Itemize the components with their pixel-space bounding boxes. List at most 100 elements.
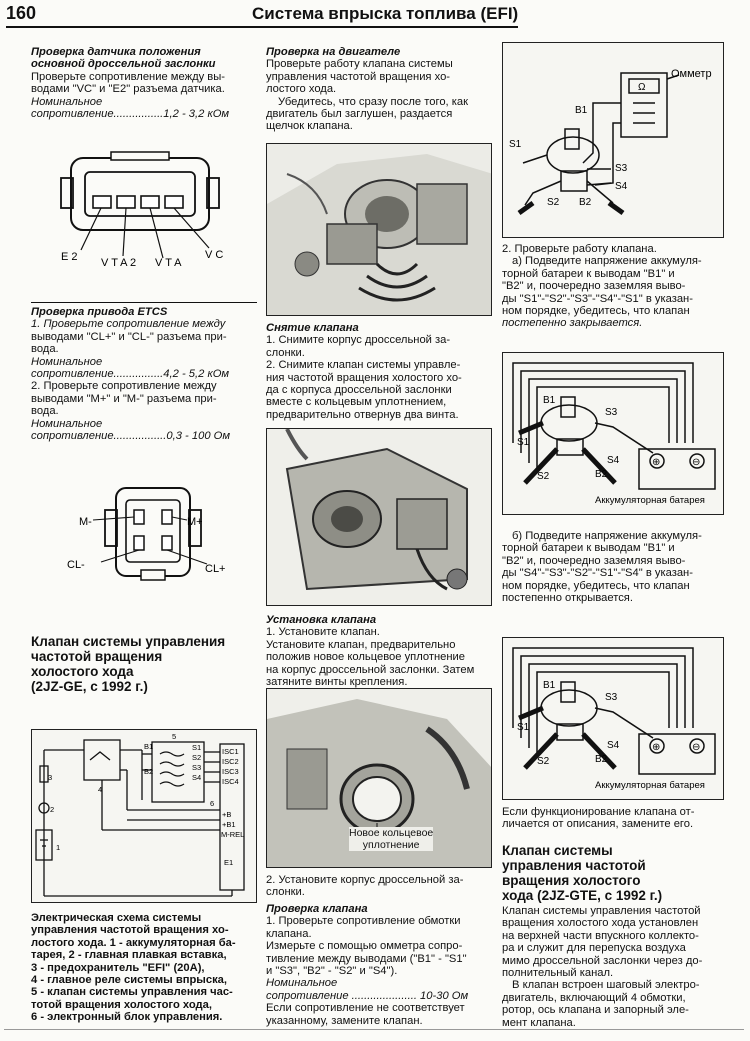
section-title-isc-2jzgte: Клапан системы управления частотой враще…	[502, 843, 724, 903]
valve-check-heading: Проверка клапана	[266, 903, 368, 915]
step-b-line-4: ды "S4"-"S3"-"S2"-"S1"-"S4" в указан-	[502, 567, 693, 580]
caption-line-6: 4 - главное реле системы впрыска,	[31, 974, 228, 987]
new-oring-label: Новое кольцевое уплотнение	[349, 827, 434, 851]
header-rule	[6, 26, 518, 28]
battery-wiring-figure-a: B1 S3 S1 S4 S2 B2 Аккумуляторная батарея…	[502, 352, 724, 515]
schematic-caption: Электрическая схема системы управления ч…	[31, 912, 257, 1024]
ohm-label-b2: B2	[579, 197, 592, 208]
tps-heading-line-2: основной дроссельной заслонки	[31, 58, 216, 71]
caption-line-2: управления частотой вращения хо-	[31, 924, 229, 937]
step2-line-2: а) Подведите напряжение аккумуля-	[512, 255, 702, 268]
tps-check-section: Проверка датчика положения основной дрос…	[31, 46, 257, 120]
etcs-line-2: выводами "CL+" и "CL-" разъема при-	[31, 330, 227, 343]
section2-line-9: ротор, ось клапана и запорный эле-	[502, 1004, 689, 1017]
ohm-symbol: Ω	[638, 82, 646, 93]
sch-label-s2: S2	[192, 753, 201, 762]
removal-line-1: 1. Снимите корпус дроссельной за-	[266, 334, 451, 347]
step-b-line-6: постепенно открывается.	[502, 592, 633, 605]
caption-line-3: лостого хода. 1 - аккумуляторная ба-	[31, 936, 236, 949]
step-b-line-3: "B2" и, поочередно заземляя выво-	[502, 554, 686, 567]
etcs-line-9: Номинальное	[31, 417, 103, 430]
tps-label-vta2: V T A 2	[101, 257, 136, 269]
bat-b-label-s2: S2	[537, 756, 550, 767]
bat-b-label-s1: S1	[517, 722, 530, 733]
sch-label-b1: B1	[144, 742, 153, 751]
sch-label-isc4: ISC4	[222, 777, 239, 786]
etcs-line-8: вода.	[31, 405, 59, 418]
caption-line-8: тотой вращения холостого хода,	[31, 998, 212, 1011]
sch-label-plus-b1: +B1	[222, 820, 236, 829]
valve-removal-photo	[266, 428, 492, 606]
sch-label-s4: S4	[192, 773, 201, 782]
step2-line-6: ном порядке, убедитесь, что клапан	[502, 305, 690, 318]
bat-a-label-s2: S2	[537, 471, 550, 482]
sch-label-isc2: ISC2	[222, 757, 239, 766]
ohmmeter-figure: Омметр Ω B1 S1 S3 S4 S2 B2	[502, 42, 724, 238]
section-title-line-4: (2JZ-GE, с 1992 г.)	[31, 679, 148, 694]
page-number: 160	[6, 3, 37, 23]
etcs-line-7: выводами "M+" и "M-" разъема при-	[31, 392, 217, 405]
section2-title-line-4: хода (2JZ-GTE, с 1992 г.)	[502, 888, 663, 903]
valve-check-tail-1: Если сопротивление не соответствует	[266, 1002, 465, 1015]
bat-a-plus-icon: ⊕	[652, 457, 660, 468]
install-line-5: затяните винты крепления.	[266, 676, 408, 689]
etcs-line-6: 2. Проверьте сопротивление между	[31, 380, 217, 393]
etcs-line-10: сопротивление.................0,3 - 100 …	[31, 430, 231, 443]
sch-label-6: 6	[210, 799, 214, 808]
battery-wiring-figure-b: B1 S3 S1 S4 S2 B2 Аккумуляторная батарея…	[502, 637, 724, 800]
isc-wiring-schematic: 5 B1 S1 B2 S2 S3 S4 ISC1 ISC2 ISC3 ISC4 …	[31, 729, 257, 903]
valve-check-line-1: 1. Проверьте сопротивление обмотки	[266, 915, 461, 928]
tps-label-vta: V T A	[155, 257, 182, 269]
valve-check-nominal-2: сопротивление ..................... 10-3…	[266, 989, 469, 1002]
removal-section: Снятие клапана 1. Снимите корпус дроссел…	[266, 322, 492, 421]
step2-line-4: "B2" и, поочередно заземляя выво-	[502, 280, 686, 293]
tps-heading-line-1: Проверка датчика положения	[31, 46, 201, 58]
sch-label-b2: B2	[144, 767, 153, 776]
section-title-line-1: Клапан системы управления	[31, 634, 226, 649]
bat-a-label-s3: S3	[605, 407, 618, 418]
section2-title-line-3: вращения холостого	[502, 873, 641, 888]
engine-check-line-2: управления частотой вращения хо-	[266, 70, 451, 83]
removal-line-7: предварительно отвернув два винта.	[266, 408, 459, 421]
sch-label-s1: S1	[192, 743, 201, 752]
tps-text-line-2: водами "VC" и "E2" разъема датчика.	[31, 83, 225, 96]
bat-b-label-battery: Аккумуляторная батарея	[595, 780, 705, 791]
install-after-line-1: 2. Установите корпус дроссельной за-	[266, 874, 464, 886]
after-figure-text: Если функционирование клапана от- личает…	[502, 806, 724, 831]
tps-nominal-line-2: сопротивление................1,2 - 3,2 к…	[31, 108, 230, 121]
section-title-line-2: частотой вращения	[31, 649, 163, 664]
ohm-label-s2: S2	[547, 197, 560, 208]
sch-label-isc1: ISC1	[222, 747, 239, 756]
footer-rule	[4, 1029, 744, 1030]
section2-body: Клапан системы управления частотой враще…	[502, 905, 724, 1029]
step2-line-3: торной батареи к выводам "B1" и	[502, 267, 675, 280]
sch-label-4: 4	[98, 785, 102, 794]
etcs-check-section: Проверка привода ETCS 1. Проверьте сопро…	[31, 306, 257, 442]
etcs-label-m-minus: M-	[79, 516, 92, 528]
step2-line-5: ды "S1"-"S2"-"S3"-"S4"-"S1" в указан-	[502, 292, 693, 305]
caption-line-7: 5 - клапан системы управления час-	[31, 986, 233, 999]
section2-line-3: на верхней части впускного коллекто-	[502, 929, 699, 942]
install-line-3: положив новое кольцевое уплотнение	[266, 651, 466, 664]
section2-title-line-1: Клапан системы	[502, 843, 613, 858]
engine-check-line-4: Убедитесь, что сразу после того, как	[278, 95, 469, 108]
bat-b-minus-icon: ⊖	[692, 742, 700, 753]
engine-check-line-3: лостого хода.	[266, 83, 337, 96]
engine-valve-photo	[266, 143, 492, 316]
step2-section: 2. Проверьте работу клапана. а) Подведит…	[502, 243, 724, 330]
bat-b-label-s3: S3	[605, 692, 618, 703]
section2-line-6: полнительный канал.	[502, 967, 614, 980]
caption-line-1: Электрическая схема системы	[31, 912, 202, 924]
section2-line-2: вращения холостого хода установлен	[502, 917, 699, 930]
install-after-section: 2. Установите корпус дроссельной за- сло…	[266, 874, 492, 899]
engine-check-line-5: двигатель был заглушен, раздается	[266, 108, 453, 121]
install-line-1: 1. Установите клапан.	[266, 626, 380, 639]
section-title-line-3: холостого хода	[31, 664, 134, 679]
bat-b-label-s4: S4	[607, 740, 620, 751]
sch-label-s3: S3	[192, 763, 201, 772]
tps-nominal-line-1: Номинальное	[31, 95, 103, 108]
section2-line-4: ра и служит для перепуска воздуха	[502, 942, 686, 955]
valve-check-line-5: и "S3", "B2" - "S2" и "S4").	[266, 965, 398, 978]
section2-title-line-2: управления частотой	[502, 858, 646, 873]
removal-line-6: вместе с кольцевым уплотнением,	[266, 396, 447, 409]
